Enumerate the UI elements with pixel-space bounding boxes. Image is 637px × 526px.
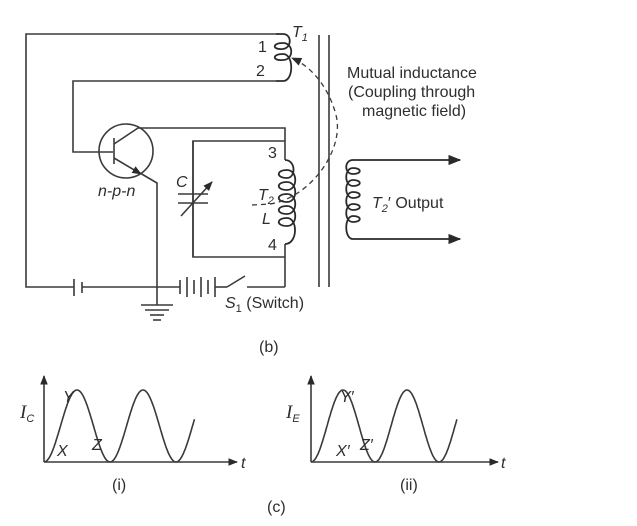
t1-terminal-1: 1 xyxy=(258,39,267,56)
t2-terminal-3: 3 xyxy=(268,145,277,162)
point-x-prime-label: X′ xyxy=(335,443,351,460)
caption-i: (i) xyxy=(112,477,126,494)
t1-coil xyxy=(273,33,293,82)
y-label: IE xyxy=(285,402,300,425)
annotation-line-1: Mutual inductance xyxy=(347,65,477,82)
variable-capacitor xyxy=(178,141,213,257)
mutual-inductance-arc xyxy=(251,57,339,206)
y-label: IC xyxy=(19,402,34,425)
npn-transistor xyxy=(98,123,286,305)
t1-label: T1 xyxy=(292,24,308,44)
emitter-current-wave xyxy=(310,389,458,463)
point-y-label: Y xyxy=(63,389,75,406)
circuit-diagram: T1 1 2 n-p-n C 3 4 T2 xyxy=(25,24,477,356)
point-x-label: X xyxy=(56,443,69,460)
ground-icon xyxy=(141,304,173,321)
collector-current-wave xyxy=(43,389,196,463)
inductor-label: L xyxy=(262,211,271,228)
x-label: t xyxy=(241,455,246,472)
point-z-prime-label: Z′ xyxy=(359,437,374,454)
caption-b: (b) xyxy=(259,339,279,356)
annotation-line-3: magnetic field) xyxy=(362,103,466,120)
switch-s1 xyxy=(226,275,285,288)
waveform-graph-ii: IE Y′ X′ Z′ t (ii) xyxy=(285,375,506,494)
point-y-prime-label: Y′ xyxy=(340,389,355,406)
t2-coil xyxy=(277,159,297,245)
supply-battery xyxy=(179,277,227,297)
bias-battery xyxy=(73,279,180,296)
switch-label: S1 (Switch) xyxy=(225,295,304,315)
transistor-type-label: n-p-n xyxy=(98,183,135,200)
feedback-wire xyxy=(25,33,276,288)
point-z-label: Z xyxy=(91,437,103,454)
caption-ii: (ii) xyxy=(400,477,418,494)
x-label: t xyxy=(501,455,506,472)
waveform-graph-i: IC Y X Z t (i) xyxy=(19,375,246,494)
output-coil xyxy=(345,154,462,245)
t2-terminal-4: 4 xyxy=(268,237,277,254)
capacitor-label: C xyxy=(176,174,188,191)
t1-terminal-2: 2 xyxy=(256,63,265,80)
caption-c: (c) xyxy=(267,499,286,516)
base-wire xyxy=(72,80,276,153)
output-label: T2′ Output xyxy=(372,195,444,215)
t2-label: T2 xyxy=(258,187,274,207)
annotation-line-2: (Coupling through xyxy=(348,84,475,101)
